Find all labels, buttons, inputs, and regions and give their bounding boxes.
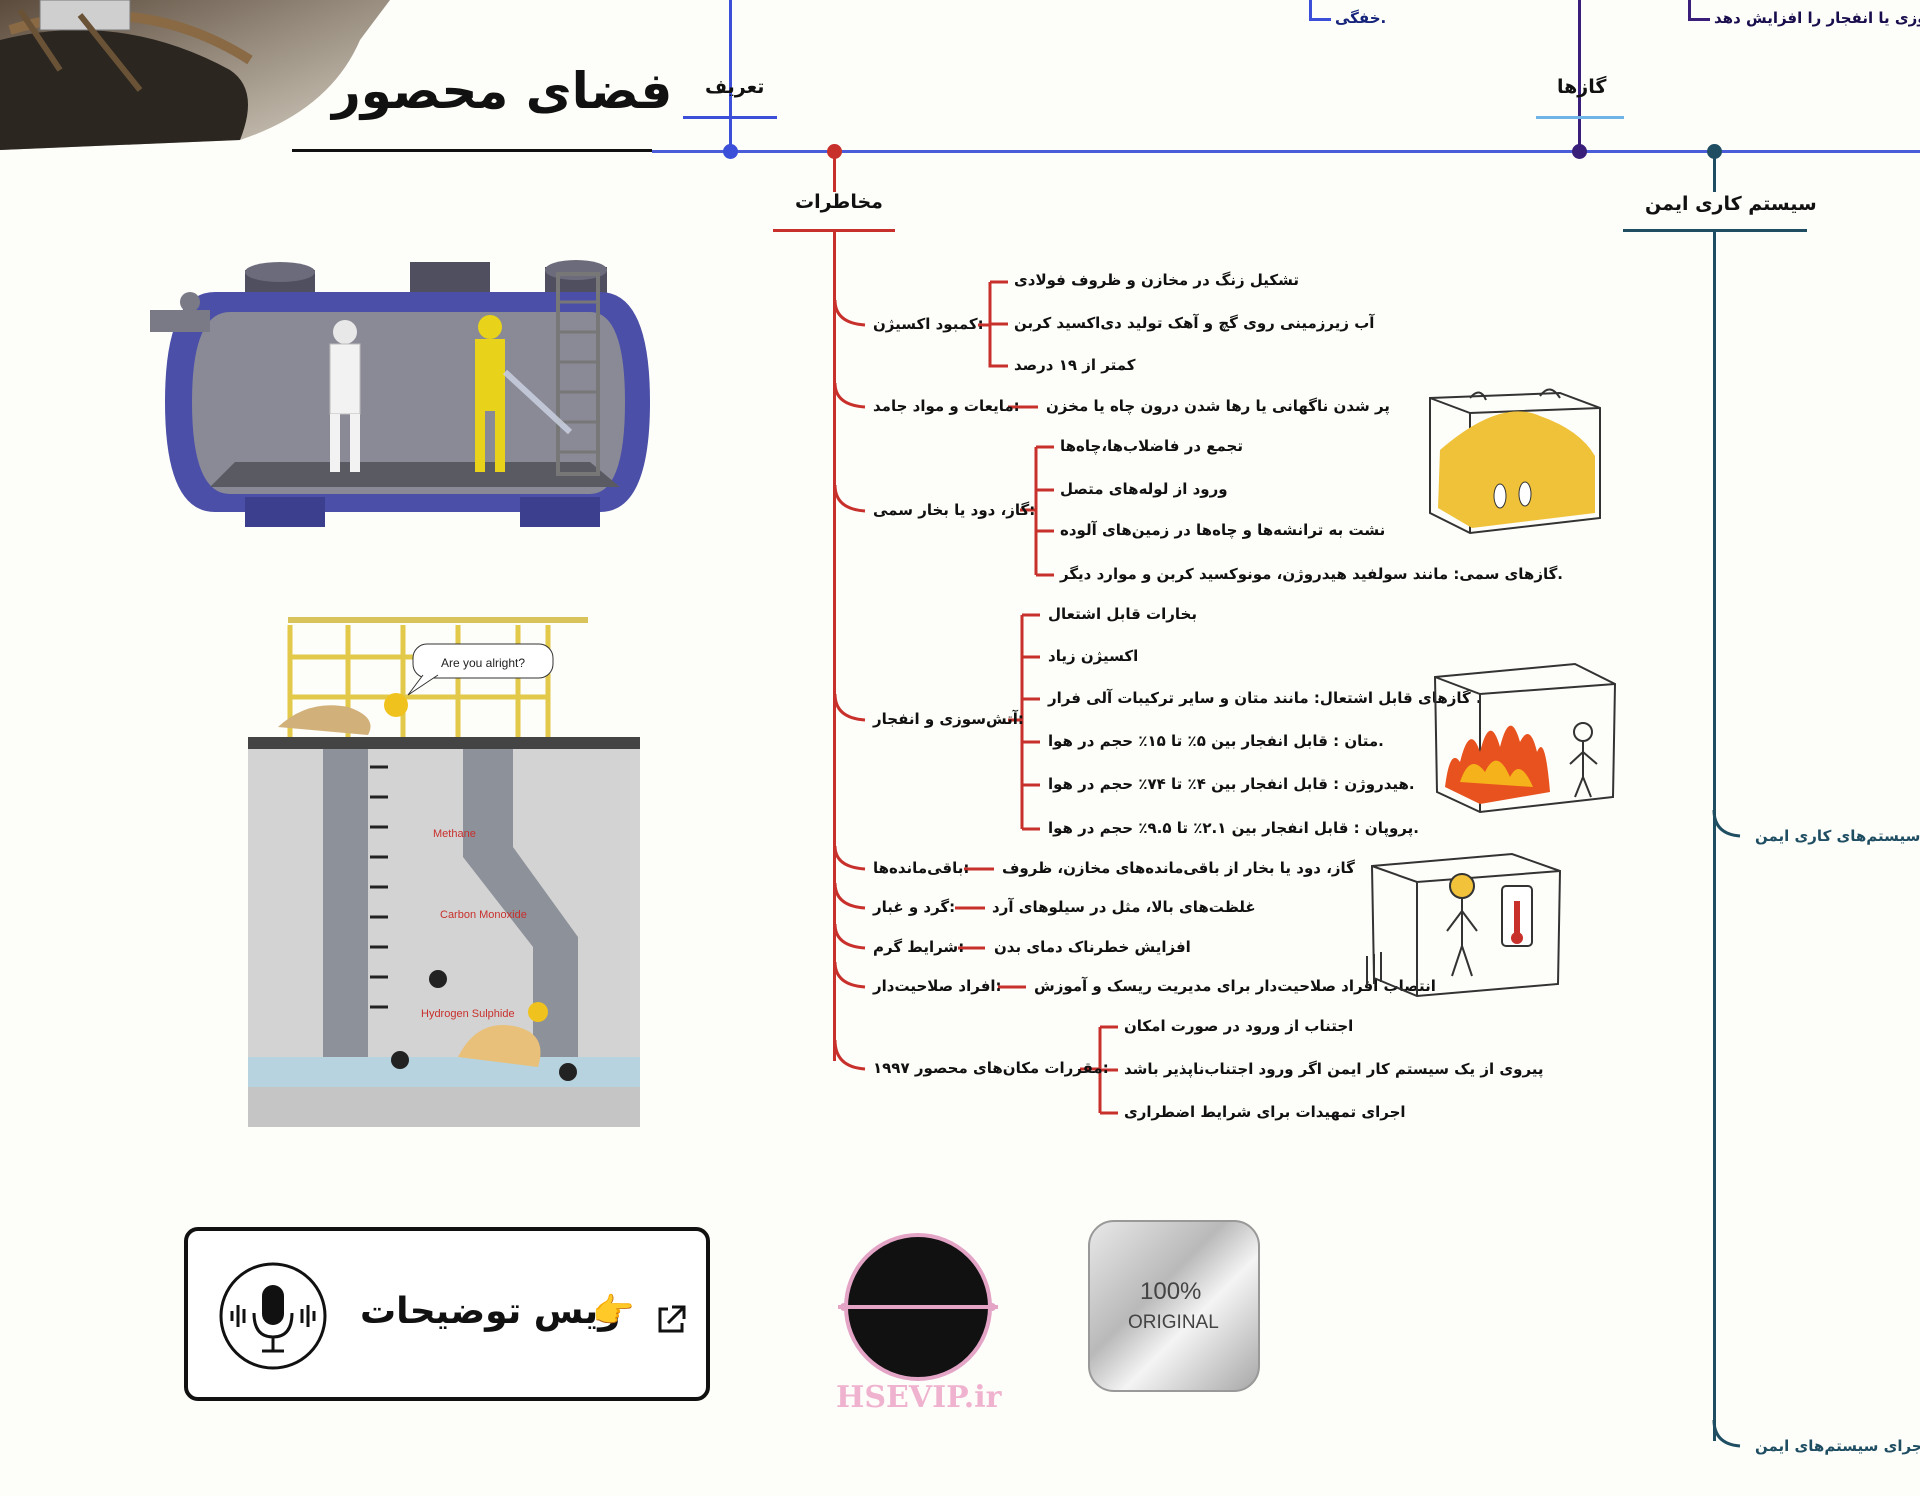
heat-box-sketch bbox=[1366, 852, 1562, 998]
shaft-illustration: Are you alright? Methane Carbon Monoxide… bbox=[248, 617, 640, 1127]
safe-system-underline bbox=[1623, 229, 1807, 232]
hazard-liquids-label[interactable]: :مایعات و مواد جامد bbox=[873, 397, 1020, 415]
definition-label[interactable]: تعریف bbox=[705, 76, 765, 98]
fire-item-2: اکسیژن زیاد bbox=[1048, 647, 1139, 665]
fire-item-4: .متان : قابل انفجار بین ۵٪ تا ۱۵٪ حجم در… bbox=[1048, 732, 1384, 750]
hazard-competent-label[interactable]: :افراد صلاحیت‌دار bbox=[873, 977, 1002, 995]
toxic-item-3: نشت به ترانشه‌ها و چاه‌ها در زمین‌های آل… bbox=[1060, 521, 1386, 539]
fire-item-1: بخارات قابل اشتعال bbox=[1048, 605, 1197, 623]
definition-top-connector bbox=[1309, 0, 1312, 20]
sand-box-sketch bbox=[1429, 388, 1601, 535]
regulations-item-3: اجرای تمهیدات برای شرایط اضطراری bbox=[1124, 1103, 1406, 1121]
definition-top-connector-h bbox=[1309, 18, 1331, 21]
residues-item-1: گاز، دود یا بخار از باقی‌مانده‌های مخازن… bbox=[1002, 859, 1355, 877]
tank-cleaning-illustration bbox=[150, 260, 650, 527]
liquids-item-1: پر شدن ناگهانی یا رها شدن درون چاه یا مخ… bbox=[1046, 397, 1390, 415]
oxygen-item-1: تشکیل زنگ در مخازن و ظروف فولادی bbox=[1014, 271, 1299, 289]
regulations-item-1: اجتناب از ورود در صورت امکان bbox=[1124, 1017, 1354, 1035]
safe-system-stem-top bbox=[1713, 152, 1716, 192]
safe-system-item-1: برای سیستم‌های کاری ایمن bbox=[1755, 827, 1920, 845]
gases-label[interactable]: گازها bbox=[1557, 76, 1607, 98]
voice-card-label: ویس توضیحات bbox=[360, 1291, 621, 1332]
external-link-icon[interactable] bbox=[654, 1303, 688, 1337]
gases-top-connector-h bbox=[1688, 18, 1710, 21]
definition-underline bbox=[683, 116, 777, 119]
safe-system-spine bbox=[1713, 231, 1716, 1441]
hazard-oxygen-label[interactable]: :کمبود اکسیژن bbox=[873, 315, 984, 333]
competent-item-1: انتصاب افراد صلاحیت‌دار برای مدیریت ریسک… bbox=[1034, 977, 1436, 995]
hazard-regulations-label[interactable]: :مقررات مکان‌های محصور ۱۹۹۷ bbox=[873, 1059, 1109, 1077]
safe-system-connectors bbox=[1712, 810, 1741, 1448]
hazards-stem-top bbox=[833, 152, 836, 192]
fire-item-5: .هیدروژن : قابل انفجار بین ۴٪ تا ۷۴٪ حجم… bbox=[1048, 775, 1415, 793]
sewer-photo bbox=[0, 0, 390, 150]
microphone-icon bbox=[218, 1261, 328, 1371]
hazard-residues-label[interactable]: :باقی‌مانده‌ها bbox=[873, 859, 970, 877]
definition-stem bbox=[729, 0, 732, 150]
safe-system-node bbox=[1707, 144, 1722, 159]
definition-node bbox=[723, 144, 738, 159]
safe-system-label[interactable]: سیستم کاری ایمن bbox=[1645, 193, 1817, 215]
gas-label-carbon-monoxide: Carbon Monoxide bbox=[440, 909, 527, 921]
pointing-hand-icon: 👉 bbox=[592, 1291, 635, 1331]
fire-box-sketch bbox=[1433, 662, 1617, 814]
hsevip-logo bbox=[838, 1222, 998, 1392]
toxic-item-2: ورود از لوله‌های متصل bbox=[1060, 480, 1228, 498]
watermark: HSEVIP.ir bbox=[836, 1380, 1002, 1415]
hazard-dust-label[interactable]: :گرد و غبار bbox=[873, 898, 956, 916]
hot-item-1: افزایش خطرناک دمای بدن bbox=[994, 938, 1191, 956]
hazard-toxic-gas-label[interactable]: :گاز، دود یا بخار سمی bbox=[873, 501, 1036, 519]
gases-top-item: آتش‌سوزی یا انفجار را افزایش دهد bbox=[1714, 9, 1920, 27]
title-underline bbox=[292, 149, 652, 152]
seal-percent: 100% bbox=[1140, 1278, 1202, 1305]
gas-label-methane: Methane bbox=[433, 828, 476, 840]
hazards-label[interactable]: مخاطرات bbox=[795, 191, 883, 213]
gases-node bbox=[1572, 144, 1587, 159]
definition-top-item: .خفگی bbox=[1335, 9, 1387, 27]
speech-bubble-text: Are you alright? bbox=[441, 656, 525, 670]
hazard-hot-label[interactable]: :شرایط گرم bbox=[873, 938, 965, 956]
hazards-underline bbox=[773, 229, 895, 232]
dust-item-1: غلظت‌های بالا، مثل در سیلوهای آرد bbox=[992, 898, 1256, 916]
gas-label-hydrogen-sulphide: Hydrogen Sulphide bbox=[421, 1008, 515, 1020]
gases-underline bbox=[1536, 116, 1624, 119]
oxygen-item-2: آب زیرزمینی روی گچ و آهک تولید دی‌اکسید … bbox=[1014, 314, 1375, 332]
toxic-item-4: .گازهای سمی: مانند سولفید هیدروژن، مونوک… bbox=[1060, 565, 1564, 583]
hazards-spine bbox=[833, 231, 836, 1061]
original-seal: 100% ORIGINAL bbox=[1088, 1220, 1260, 1392]
fire-item-3: . گازهای قابل اشتعال: مانند متان و سایر … bbox=[1048, 689, 1482, 707]
safe-system-item-2: ه و اجرای سیستم‌های ایمن bbox=[1755, 1437, 1920, 1455]
voice-explanation-card[interactable]: ویس توضیحات 👉 bbox=[184, 1227, 710, 1401]
page-title: فضای محصور bbox=[332, 62, 673, 120]
seal-original: ORIGINAL bbox=[1128, 1312, 1219, 1333]
main-axis bbox=[652, 150, 1920, 153]
toxic-item-1: تجمع در فاضلاب‌ها،چاه‌ها bbox=[1060, 437, 1243, 455]
oxygen-item-3: کمتر از ۱۹ درصد bbox=[1014, 356, 1136, 374]
regulations-item-2: پیروی از یک سیستم کار ایمن اگر ورود اجتن… bbox=[1124, 1060, 1544, 1078]
gases-stem bbox=[1578, 0, 1581, 150]
hazards-node bbox=[827, 144, 842, 159]
gases-top-connector bbox=[1688, 0, 1691, 20]
fire-item-6: .پروپان : قابل انفجار بین ۲.۱٪ تا ۹.۵٪ ح… bbox=[1048, 819, 1419, 837]
hazard-fire-label[interactable]: :آتش‌سوزی و انفجار bbox=[873, 710, 1024, 728]
